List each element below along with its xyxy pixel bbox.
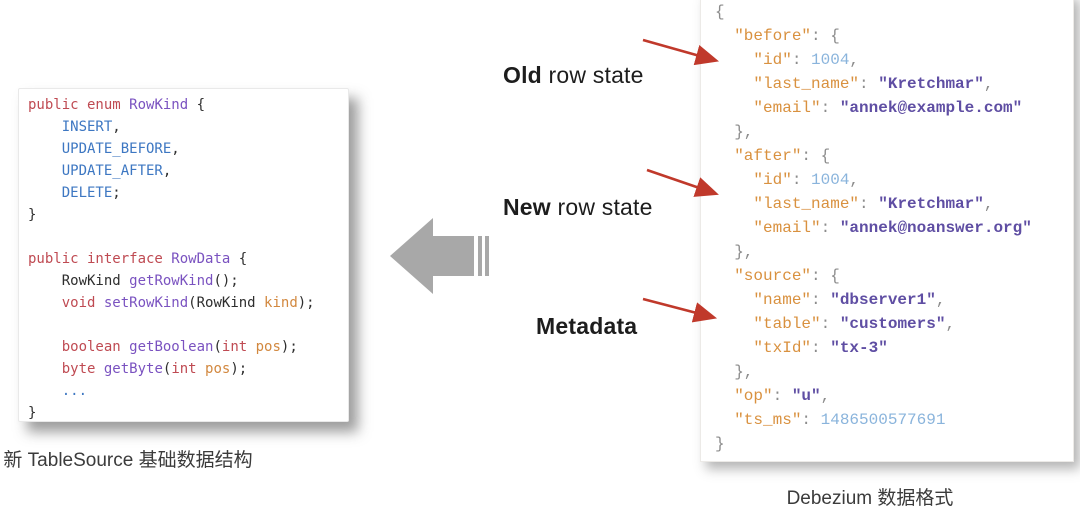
code-line: UPDATE_BEFORE, (61, 141, 180, 157)
code-line: "email": "annek@noanswer.org" (753, 219, 1032, 237)
code-line (28, 314, 339, 336)
code-line: "before": { (734, 27, 840, 45)
code-line: byte getByte(int pos); (61, 361, 248, 377)
code-line: public interface RowData { (28, 251, 248, 267)
label-old-row-state: Old row state (503, 62, 644, 89)
code-line: } (28, 207, 37, 223)
java-code-panel: public enum RowKind { INSERT, UPDATE_BEF… (18, 88, 349, 422)
label-metadata: Metadata (536, 313, 637, 340)
code-line: "op": "u", (734, 387, 831, 405)
code-line: "name": "dbserver1", (753, 291, 946, 309)
code-line: boolean getBoolean(int pos); (61, 339, 298, 355)
java-code-block: public enum RowKind { INSERT, UPDATE_BEF… (28, 94, 339, 424)
caption-tablesource: 新 TableSource 基础数据结构 (3, 450, 253, 471)
code-line: "after": { (734, 147, 831, 165)
code-line: }, (715, 363, 754, 381)
code-line: "id": 1004, (753, 171, 860, 189)
code-line: } (28, 405, 37, 421)
code-line: RowKind getRowKind(); (28, 273, 239, 289)
caption-debezium: Debezium 数据格式 (786, 488, 954, 509)
code-line: DELETE; (61, 185, 121, 201)
code-line: INSERT, (61, 119, 121, 135)
code-line: "source": { (734, 267, 840, 285)
code-line: "ts_ms": 1486500577691 (734, 411, 946, 429)
code-line: "last_name": "Kretchmar", (753, 195, 994, 213)
code-line: }, (715, 123, 754, 141)
code-line (28, 226, 339, 248)
code-line: "id": 1004, (753, 51, 860, 69)
code-line: ... (61, 383, 88, 399)
code-line: void setRowKind(RowKind kind); (61, 295, 315, 311)
label-new-row-state-rest: row state (550, 194, 653, 220)
code-line: "table": "customers", (753, 315, 956, 333)
block-arrow-left-icon (390, 218, 489, 294)
label-metadata-bold: Metadata (536, 313, 638, 339)
label-new-row-state-bold: New (503, 194, 551, 220)
code-line: public enum RowKind { (28, 97, 206, 113)
label-old-row-state-bold: Old (503, 62, 542, 88)
debezium-json-block: { "before": { "id": 1004, "last_name": "… (715, 0, 1059, 456)
label-new-row-state: New row state (503, 194, 653, 221)
debezium-json-panel: { "before": { "id": 1004, "last_name": "… (700, 0, 1074, 462)
code-line: "email": "annek@example.com" (753, 99, 1023, 117)
code-line: UPDATE_AFTER, (61, 163, 172, 179)
code-line: }, (715, 243, 754, 261)
label-old-row-state-rest: row state (541, 62, 644, 88)
code-line: { (715, 3, 725, 21)
code-line: } (715, 435, 725, 453)
code-line: "last_name": "Kretchmar", (753, 75, 994, 93)
code-line: "txId": "tx-3" (753, 339, 888, 357)
